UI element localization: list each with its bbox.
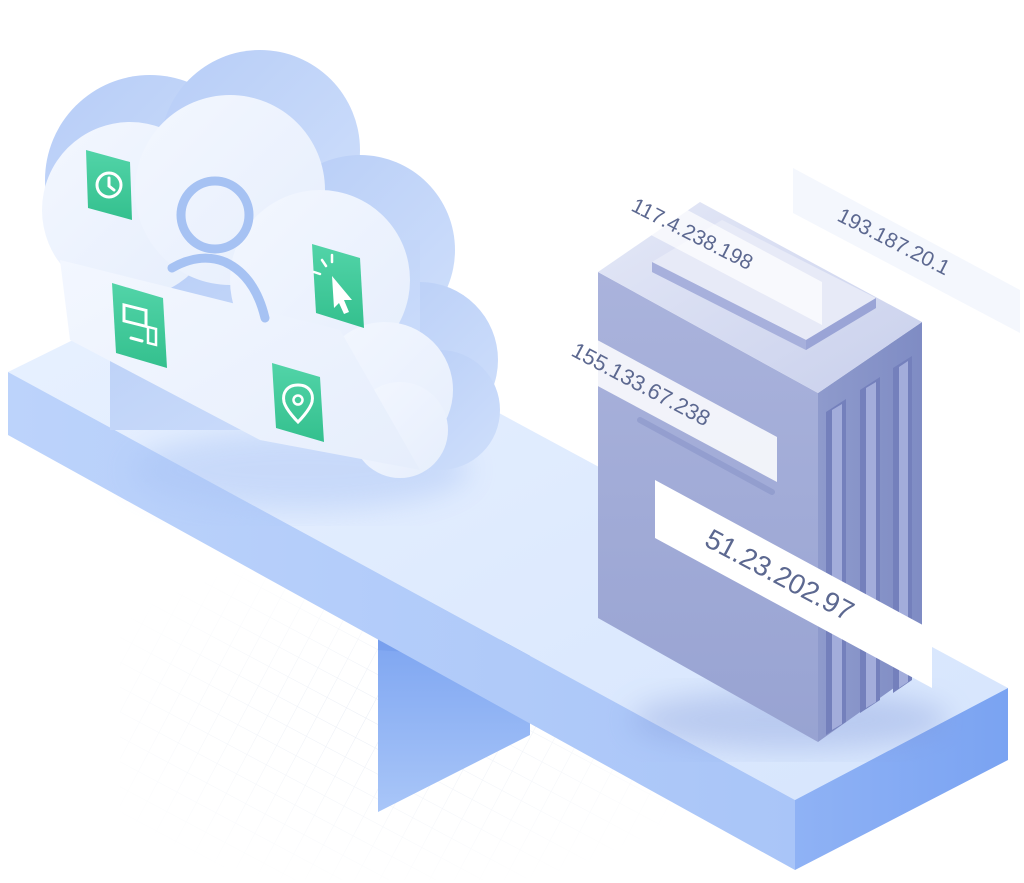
user-icon — [167, 176, 270, 323]
cursor-click-icon — [312, 244, 364, 328]
cloud — [42, 50, 500, 478]
clock-icon — [86, 150, 132, 220]
devices-icon — [112, 283, 167, 368]
location-pin-icon — [272, 363, 324, 442]
